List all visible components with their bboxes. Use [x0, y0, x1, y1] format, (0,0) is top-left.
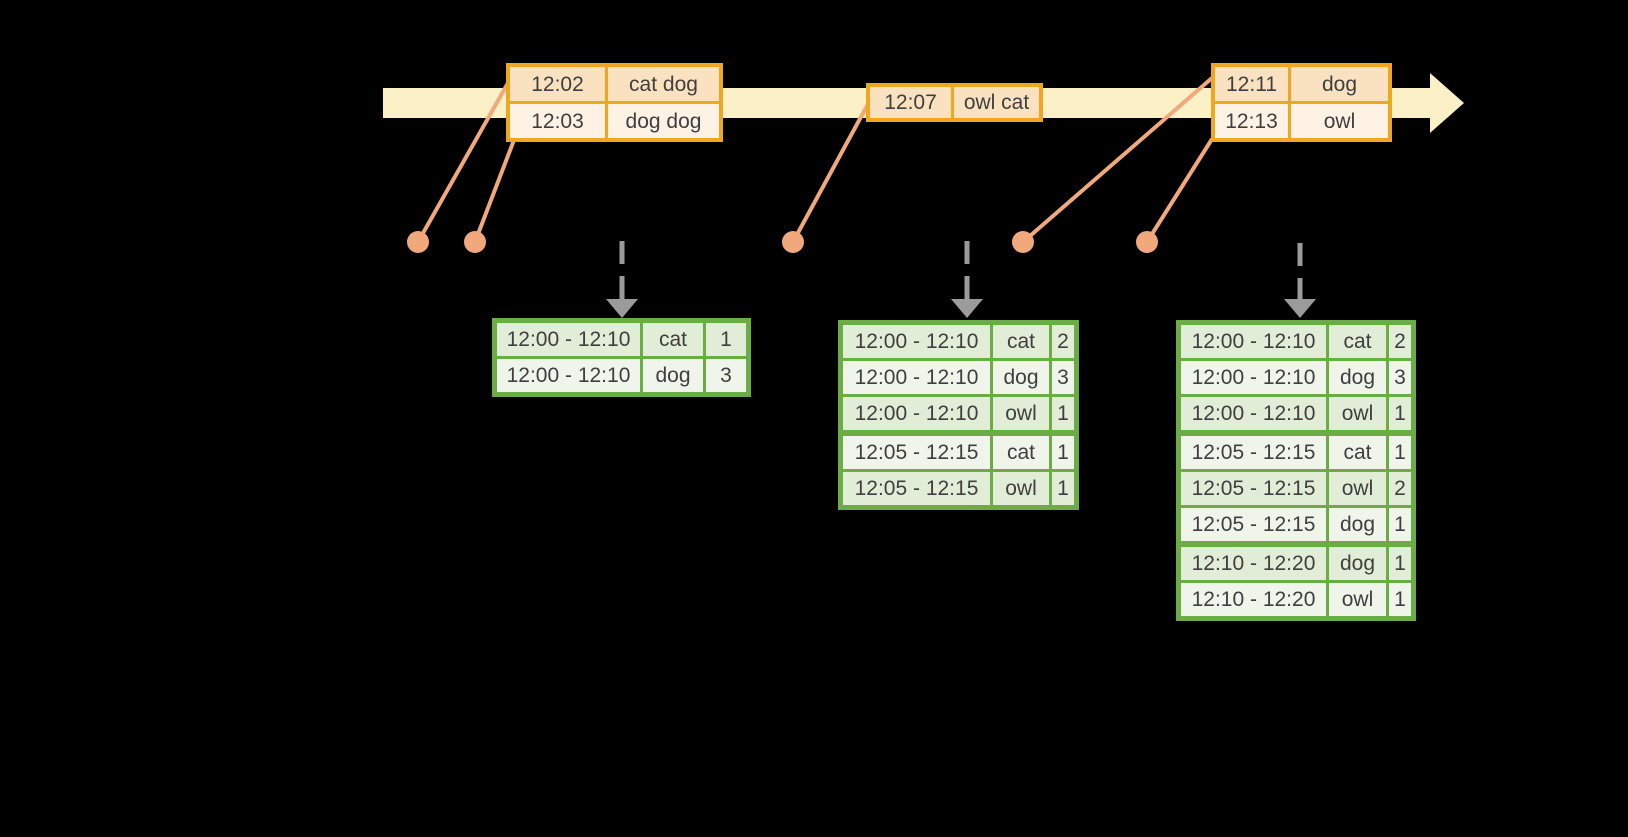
result-table: 12:00 - 12:10 cat 1 12:00 - 12:10 dog 3 [492, 318, 751, 397]
window-cell: 12:10 - 12:20 [1181, 547, 1326, 580]
event-words-cell: cat dog [608, 67, 719, 101]
table-row: 12:05 - 12:15 dog 1 [1181, 508, 1411, 541]
table-row: 12:05 - 12:15 owl 1 [843, 472, 1074, 505]
table-row: 12:00 - 12:10 dog 3 [497, 359, 746, 392]
table-row: 12:00 - 12:10 dog 3 [1181, 361, 1411, 394]
count-cell: 1 [1389, 397, 1411, 430]
connector-line [416, 82, 510, 243]
table-row: 12:00 - 12:10 cat 2 [843, 325, 1074, 358]
trigger-arrow [606, 241, 638, 318]
event-time-cell: 12:02 [510, 67, 605, 101]
table-row: 12:00 - 12:10 cat 1 [497, 323, 746, 356]
window-cell: 12:00 - 12:10 [497, 359, 640, 392]
word-cell: owl [1329, 472, 1386, 505]
table-row: 12:07 owl cat [870, 87, 1039, 118]
table-row: 12:02 cat dog [510, 67, 719, 101]
window-cell: 12:10 - 12:20 [1181, 583, 1326, 616]
count-cell: 3 [706, 359, 746, 392]
window-cell: 12:00 - 12:10 [1181, 361, 1326, 394]
count-cell: 1 [1389, 508, 1411, 541]
window-cell: 12:00 - 12:10 [1181, 325, 1326, 358]
result-table: 12:00 - 12:10 cat 2 12:00 - 12:10 dog 3 … [838, 320, 1079, 510]
event-dot [1012, 231, 1034, 253]
word-cell: dog [1329, 547, 1386, 580]
arrow-down-icon [1284, 299, 1316, 318]
word-cell: owl [1329, 397, 1386, 430]
word-cell: dog [993, 361, 1049, 394]
word-cell: dog [643, 359, 703, 392]
window-cell: 12:00 - 12:10 [843, 325, 990, 358]
window-cell: 12:00 - 12:10 [1181, 397, 1326, 430]
word-cell: cat [993, 325, 1049, 358]
count-cell: 1 [1052, 436, 1074, 469]
count-cell: 2 [1052, 325, 1074, 358]
event-dot [782, 231, 804, 253]
count-cell: 1 [1389, 436, 1411, 469]
trigger-arrow [1284, 243, 1316, 318]
table-row: 12:13 owl [1215, 104, 1388, 138]
window-cell: 12:00 - 12:10 [843, 361, 990, 394]
table-row: 12:05 - 12:15 cat 1 [843, 436, 1074, 469]
arrow-down-icon [951, 299, 983, 318]
event-dot [1136, 231, 1158, 253]
word-cell: owl [993, 397, 1049, 430]
table-row: 12:10 - 12:20 dog 1 [1181, 547, 1411, 580]
table-row: 12:00 - 12:10 owl 1 [1181, 397, 1411, 430]
connector-line [473, 139, 516, 243]
connector-line [1021, 76, 1214, 244]
window-cell: 12:05 - 12:15 [843, 472, 990, 505]
event-time-cell: 12:03 [510, 104, 605, 138]
count-cell: 2 [1389, 472, 1411, 505]
word-cell: dog [1329, 361, 1386, 394]
table-row: 12:00 - 12:10 cat 2 [1181, 325, 1411, 358]
count-cell: 1 [1052, 472, 1074, 505]
event-dot [464, 231, 486, 253]
count-cell: 1 [1389, 547, 1411, 580]
event-dot [407, 231, 429, 253]
word-cell: owl [1329, 583, 1386, 616]
arrow-down-icon [606, 299, 638, 318]
count-cell: 3 [1389, 361, 1411, 394]
event-words-cell: dog dog [608, 104, 719, 138]
event-words-cell: owl [1291, 104, 1388, 138]
window-cell: 12:00 - 12:10 [497, 323, 640, 356]
window-cell: 12:05 - 12:15 [1181, 436, 1326, 469]
table-row: 12:05 - 12:15 cat 1 [1181, 436, 1411, 469]
event-words-cell: dog [1291, 67, 1388, 101]
event-table: 12:02 cat dog 12:03 dog dog [506, 63, 723, 142]
table-row: 12:10 - 12:20 owl 1 [1181, 583, 1411, 616]
count-cell: 1 [1389, 583, 1411, 616]
window-cell: 12:00 - 12:10 [843, 397, 990, 430]
event-time-cell: 12:11 [1215, 67, 1288, 101]
table-row: 12:00 - 12:10 owl 1 [843, 397, 1074, 430]
word-cell: cat [643, 323, 703, 356]
timeline-arrowhead-icon [1430, 73, 1464, 133]
count-cell: 1 [1052, 397, 1074, 430]
word-cell: cat [993, 436, 1049, 469]
count-cell: 3 [1052, 361, 1074, 394]
table-row: 12:11 dog [1215, 67, 1388, 101]
table-row: 12:00 - 12:10 dog 3 [843, 361, 1074, 394]
window-cell: 12:05 - 12:15 [843, 436, 990, 469]
connector-line [1145, 137, 1214, 244]
event-time-cell: 12:07 [870, 87, 951, 118]
word-cell: cat [1329, 436, 1386, 469]
trigger-arrow [951, 241, 983, 318]
event-table: 12:11 dog 12:13 owl [1211, 63, 1392, 142]
table-row: 12:05 - 12:15 owl 2 [1181, 472, 1411, 505]
word-cell: cat [1329, 325, 1386, 358]
count-cell: 2 [1389, 325, 1411, 358]
table-row: 12:03 dog dog [510, 104, 719, 138]
word-cell: owl [993, 472, 1049, 505]
word-cell: dog [1329, 508, 1386, 541]
count-cell: 1 [706, 323, 746, 356]
window-cell: 12:05 - 12:15 [1181, 472, 1326, 505]
event-words-cell: owl cat [954, 87, 1039, 118]
event-table: 12:07 owl cat [866, 83, 1043, 122]
event-time-cell: 12:13 [1215, 104, 1288, 138]
result-table: 12:00 - 12:10 cat 2 12:00 - 12:10 dog 3 … [1176, 320, 1416, 621]
window-cell: 12:05 - 12:15 [1181, 508, 1326, 541]
connector-line [791, 103, 870, 243]
